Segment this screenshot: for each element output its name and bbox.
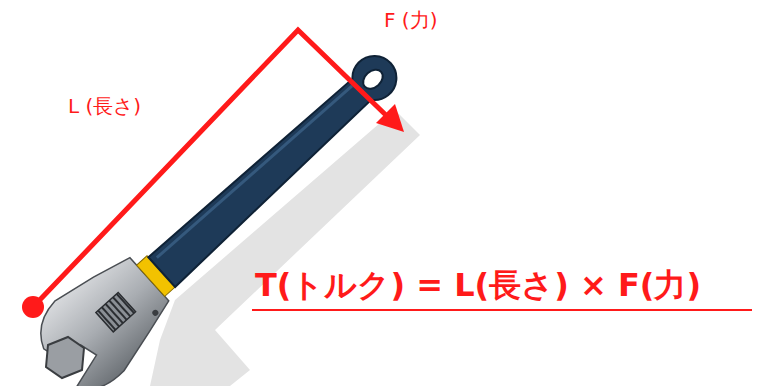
pivot-dot [22,296,44,318]
worm-gear [96,292,136,331]
handle [146,47,406,287]
length-label: L (長さ) [68,94,141,118]
hex-nut [46,337,84,378]
torque-formula: T(トルク) = L(長さ) × F(力) [255,266,701,304]
formula-underline [252,309,752,311]
length-force-line [33,30,392,307]
wrench [25,28,424,386]
force-arrowhead [376,104,404,132]
force-label: F (力) [384,8,437,32]
hang-hole [359,66,386,93]
